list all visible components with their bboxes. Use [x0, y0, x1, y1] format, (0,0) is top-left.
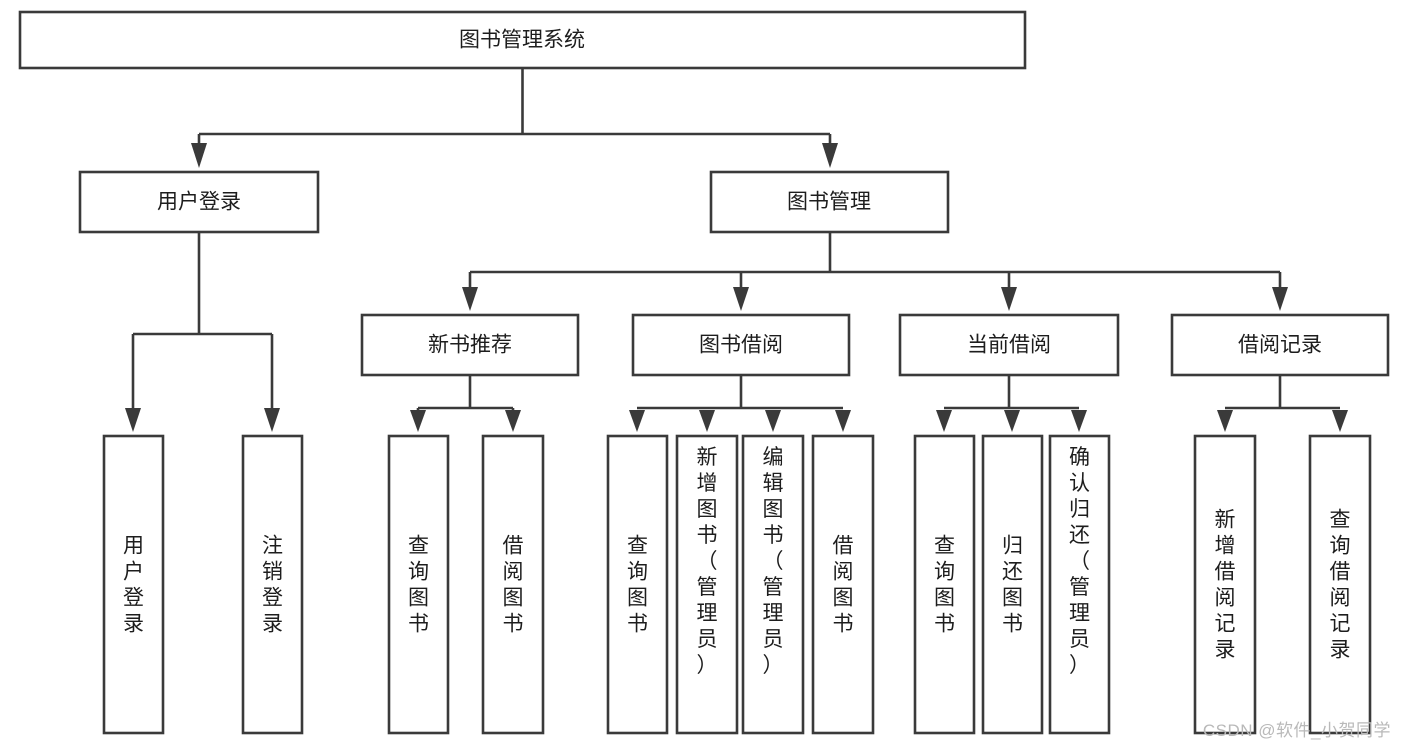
arrow-head-new-book-rec [462, 287, 478, 311]
leaf-query-book-3[interactable]: 查询图书 [913, 434, 976, 735]
connector-group-root [191, 68, 838, 168]
leaf-query-book-1-box[interactable] [387, 434, 450, 735]
node-book-borrow-label: 图书借阅 [699, 334, 783, 357]
node-borrow-record[interactable]: 借阅记录 [1170, 313, 1390, 377]
node-book-manage-label: 图书管理 [787, 191, 871, 214]
leaf-add-record[interactable]: 新增借阅记录 [1193, 434, 1257, 735]
leaf-query-book-2-label: 查询图书 [627, 535, 648, 636]
node-book-manage[interactable]: 图书管理 [709, 170, 950, 234]
leaf-query-book-1-label: 查询图书 [408, 535, 429, 636]
arrow-head-leaf-confirm-return [1071, 410, 1087, 432]
leaf-add-record-label: 新增借阅记录 [1215, 509, 1236, 662]
leaf-edit-book[interactable]: 编辑图书（管理员） [741, 434, 805, 735]
leaf-add-record-box[interactable] [1193, 434, 1257, 735]
leaf-query-book-3-label: 查询图书 [934, 535, 955, 636]
node-borrow-record-label: 借阅记录 [1238, 334, 1322, 357]
leaf-query-book-2[interactable]: 查询图书 [606, 434, 669, 735]
leaf-user-login-label: 用户登录 [123, 535, 144, 636]
leaf-add-book[interactable]: 新增图书（管理员） [675, 434, 739, 735]
node-user-login[interactable]: 用户登录 [78, 170, 320, 234]
node-user-login-box[interactable] [78, 170, 320, 234]
leaf-edit-book-box[interactable] [741, 434, 805, 735]
arrow-head-leaf-user-login [125, 408, 141, 432]
leaf-add-book-box[interactable] [675, 434, 739, 735]
node-root-box[interactable] [18, 10, 1027, 70]
arrow-head-leaf-query-record [1332, 410, 1348, 432]
connector-group-user-login [125, 232, 280, 432]
leaf-confirm-return-box[interactable] [1048, 434, 1111, 735]
arrow-head-leaf-edit-book [765, 410, 781, 432]
node-new-book-rec-label: 新书推荐 [428, 334, 512, 357]
bracket-glyph: （ [697, 550, 718, 573]
leaf-query-record-label: 查询借阅记录 [1330, 509, 1351, 662]
connector-group-book-manage [462, 232, 1288, 311]
leaf-edit-book-label: 编辑图书（管理员） [763, 446, 784, 677]
leaf-logout-label: 注销登录 [262, 535, 283, 636]
arrow-head-leaf-add-record [1217, 410, 1233, 432]
arrow-head-book-manage [822, 143, 838, 168]
node-root-label: 图书管理系统 [459, 29, 585, 52]
leaf-borrow-book-1-label: 借阅图书 [503, 535, 524, 636]
leaf-borrow-book-2-box[interactable] [811, 434, 875, 735]
node-book-borrow[interactable]: 图书借阅 [631, 313, 851, 377]
leaf-borrow-book-2[interactable]: 借阅图书 [811, 434, 875, 735]
leaf-confirm-return[interactable]: 确认归还（管理员） [1048, 434, 1111, 735]
connector-group-new-book-rec [410, 375, 521, 432]
arrow-head-leaf-logout [264, 408, 280, 432]
leaf-borrow-book-2-label: 借阅图书 [833, 535, 854, 636]
leaf-user-login[interactable]: 用户登录 [102, 434, 165, 735]
arrow-head-leaf-borrow-book-2 [835, 410, 851, 432]
connector-group-current-borrow [936, 375, 1087, 432]
arrow-head-borrow-record [1272, 287, 1288, 311]
arrow-head-leaf-borrow-book-1 [505, 410, 521, 432]
leaf-return-book-box[interactable] [981, 434, 1044, 735]
node-new-book-rec-box[interactable] [360, 313, 580, 377]
leaf-borrow-book-1[interactable]: 借阅图书 [481, 434, 545, 735]
node-root[interactable]: 图书管理系统 [18, 10, 1027, 70]
leaf-query-record-box[interactable] [1308, 434, 1372, 735]
bracket-glyph: ） [697, 654, 718, 677]
leaf-return-book[interactable]: 归还图书 [981, 434, 1044, 735]
node-current-borrow[interactable]: 当前借阅 [898, 313, 1120, 377]
arrow-head-leaf-query-book-2 [629, 410, 645, 432]
node-book-borrow-box[interactable] [631, 313, 851, 377]
leaf-return-book-label: 归还图书 [1002, 535, 1023, 636]
arrow-head-user-login [191, 143, 207, 168]
leaf-add-book-label: 新增图书（管理员） [697, 446, 718, 677]
node-new-book-rec[interactable]: 新书推荐 [360, 313, 580, 377]
leaf-user-login-box[interactable] [102, 434, 165, 735]
arrow-head-leaf-query-book-3 [936, 410, 952, 432]
leaf-query-record[interactable]: 查询借阅记录 [1308, 434, 1372, 735]
arrow-head-leaf-query-book-1 [410, 410, 426, 432]
leaf-node-layer: 用户登录 注销登录 查询图书 借阅图书 查询图书 新增图书（管理员） 编辑图书（管理员） 借阅… [102, 434, 1372, 735]
connector-group-book-borrow [629, 375, 851, 432]
leaf-query-book-1[interactable]: 查询图书 [387, 434, 450, 735]
arrow-head-leaf-add-book [699, 410, 715, 432]
leaf-logout-box[interactable] [241, 434, 304, 735]
bracket-glyph: （ [1069, 550, 1090, 573]
node-book-manage-box[interactable] [709, 170, 950, 234]
leaf-query-book-3-box[interactable] [913, 434, 976, 735]
bracket-glyph: ） [763, 654, 784, 677]
leaf-confirm-return-label: 确认归还（管理员） [1069, 446, 1090, 677]
bracket-glyph: （ [763, 550, 784, 573]
leaf-query-book-2-box[interactable] [606, 434, 669, 735]
leaf-borrow-book-1-box[interactable] [481, 434, 545, 735]
node-current-borrow-box[interactable] [898, 313, 1120, 377]
node-current-borrow-label: 当前借阅 [967, 334, 1051, 357]
bracket-glyph: ） [1069, 654, 1090, 677]
leaf-logout[interactable]: 注销登录 [241, 434, 304, 735]
node-borrow-record-box[interactable] [1170, 313, 1390, 377]
arrow-head-book-borrow [733, 287, 749, 311]
node-user-login-label: 用户登录 [157, 191, 241, 214]
connector-group-borrow-record [1217, 375, 1348, 432]
arrow-head-current-borrow [1001, 287, 1017, 311]
arrow-head-leaf-return-book [1004, 410, 1020, 432]
